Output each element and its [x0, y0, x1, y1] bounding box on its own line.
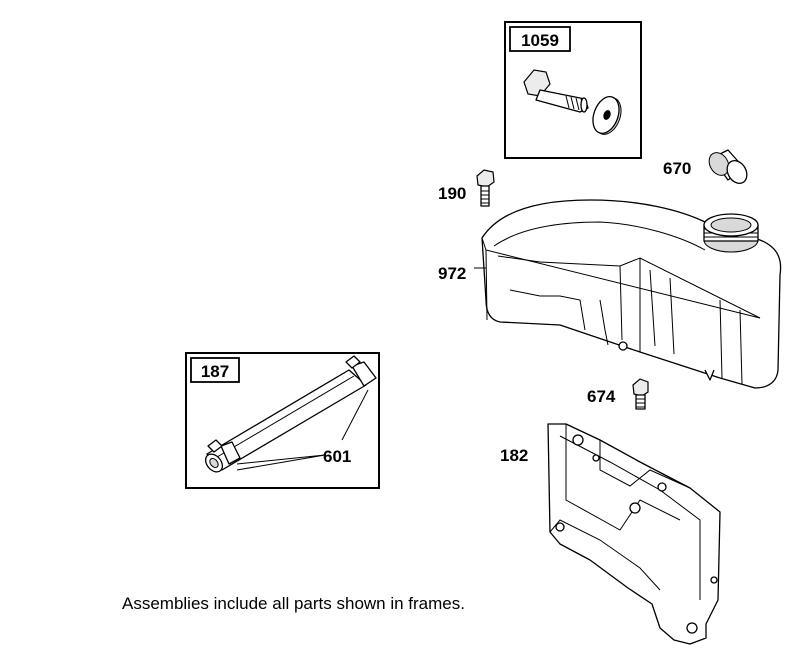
callout-182: 182	[500, 446, 528, 465]
washer-part	[592, 96, 622, 135]
part-190-screw	[476, 169, 495, 207]
fuel-hose-part	[204, 355, 377, 473]
part-670-bushing	[708, 149, 748, 184]
part-972-tank	[481, 199, 782, 389]
callout-670: 670	[663, 159, 691, 178]
frame-1059-label: 1059	[521, 31, 559, 50]
part-674-bolt	[632, 378, 649, 410]
frame-1059: 1059	[504, 21, 642, 159]
frame-187-label: 187	[201, 362, 229, 381]
footnote: Assemblies include all parts shown in fr…	[122, 594, 465, 613]
shoulder-bolt-part	[523, 69, 589, 113]
callout-674: 674	[587, 387, 616, 406]
callout-190: 190	[438, 184, 466, 203]
hose-clamp	[220, 441, 241, 465]
hose-clamp	[351, 361, 377, 387]
part-182-bracket	[547, 423, 721, 645]
callout-601: 601	[323, 447, 351, 466]
callout-972: 972	[438, 264, 466, 283]
frame-187: 187 601	[185, 352, 380, 489]
